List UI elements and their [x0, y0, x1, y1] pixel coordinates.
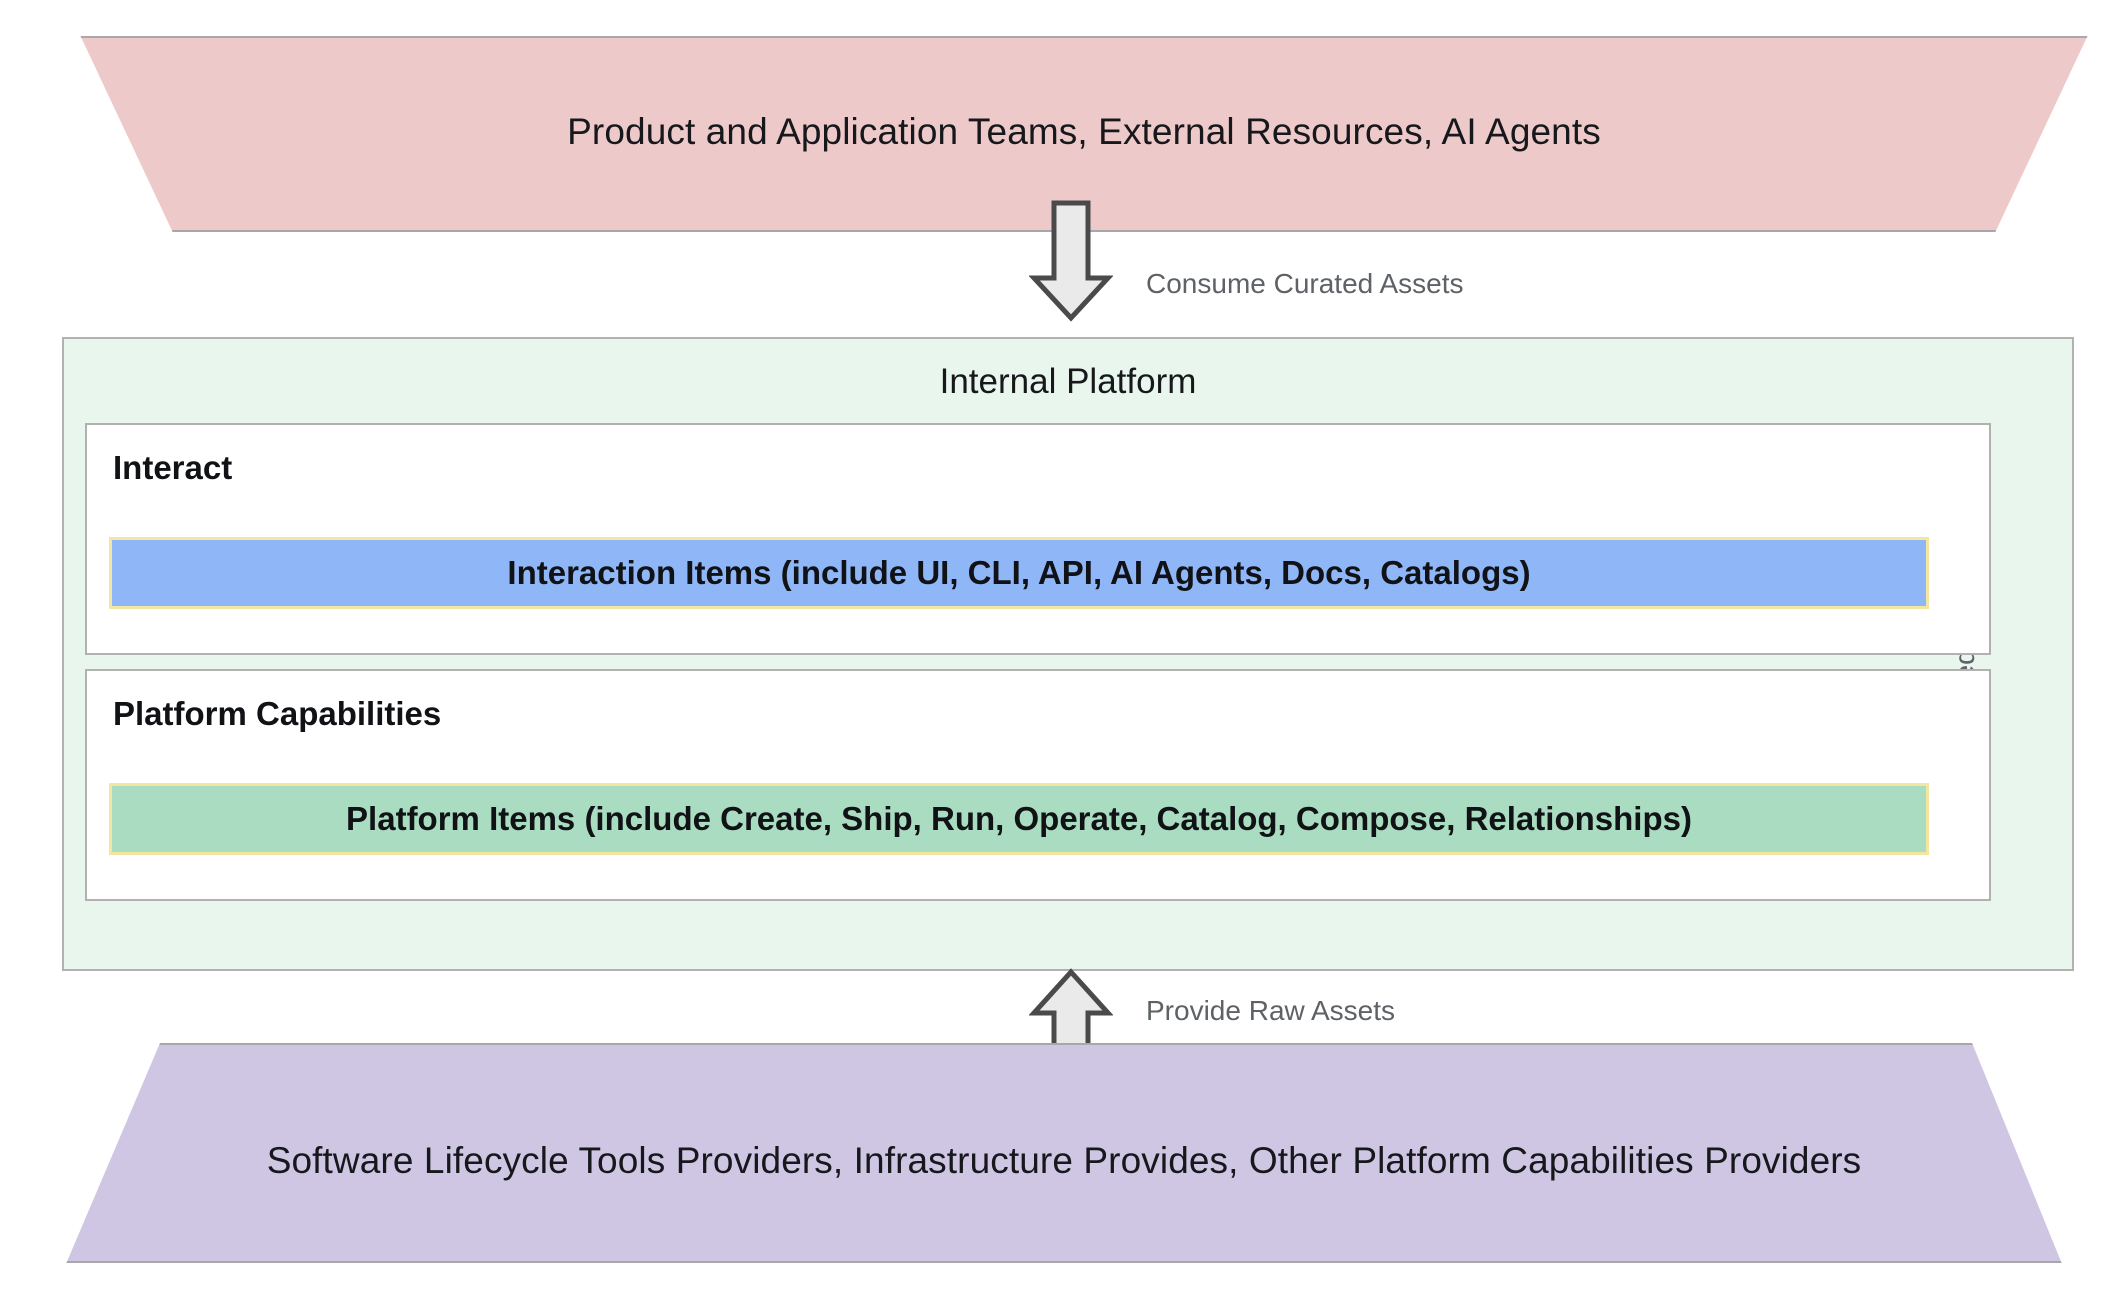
consumers-actor[interactable]: Product and Application Teams, External …: [60, 36, 2108, 232]
platform-items-bar[interactable]: Platform Items (include Create, Ship, Ru…: [109, 783, 1929, 855]
interact-group[interactable]: Interact Interaction Items (include UI, …: [85, 423, 1991, 655]
platform-capabilities-group[interactable]: Platform Capabilities Platform Items (in…: [85, 669, 1991, 901]
provide-flow-label: Provide Raw Assets: [1146, 995, 1395, 1026]
platform-title: Internal Platform: [939, 362, 1197, 401]
platform-items-label: Platform Items (include Create, Ship, Ru…: [346, 800, 1692, 837]
interaction-items-bar[interactable]: Interaction Items (include UI, CLI, API,…: [109, 537, 1929, 609]
providers-actor[interactable]: Software Lifecycle Tools Providers, Infr…: [46, 1043, 2082, 1263]
providers-label: Software Lifecycle Tools Providers, Infr…: [266, 1140, 1862, 1181]
interact-group-title: Interact: [113, 449, 233, 486]
internal-platform-container[interactable]: Internal Platform Curated Assets Interac…: [62, 337, 2074, 971]
consume-flow-label: Consume Curated Assets: [1146, 268, 1464, 299]
consumers-label: Product and Application Teams, External …: [567, 111, 1601, 152]
interaction-items-label: Interaction Items (include UI, CLI, API,…: [507, 554, 1531, 591]
providers-trapezoid-shape: [66, 1043, 2062, 1263]
arrow-down-icon: [1029, 200, 1113, 322]
platform-capabilities-group-title: Platform Capabilities: [113, 695, 442, 732]
consumers-trapezoid-shape: [80, 36, 2088, 232]
